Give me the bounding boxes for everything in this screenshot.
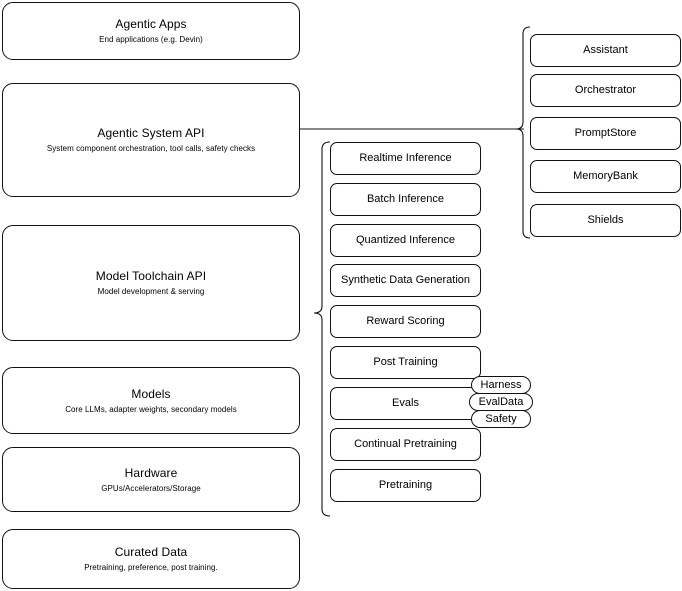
layer-subtitle: End applications (e.g. Devin) (99, 35, 203, 44)
layer-title: Agentic System API (97, 126, 205, 140)
component-promptstore[interactable]: PromptStore (530, 117, 681, 150)
layer-title: Curated Data (114, 545, 188, 559)
layer-agentic-apps[interactable]: Agentic Apps End applications (e.g. Devi… (2, 2, 300, 60)
layer-models[interactable]: Models Core LLMs, adapter weights, secon… (2, 367, 300, 434)
middle-bracket (313, 141, 331, 517)
badge-label: Safety (485, 413, 517, 425)
capability-label: Reward Scoring (366, 315, 445, 327)
badge-label: Harness (480, 379, 522, 391)
component-label: Orchestrator (574, 84, 637, 96)
badge-evaldata[interactable]: EvalData (469, 393, 533, 411)
capability-label: Quantized Inference (355, 234, 456, 246)
layer-title: Hardware (124, 465, 178, 480)
capability-evals[interactable]: Evals (330, 387, 481, 420)
layer-subtitle: Pretraining, preference, post training. (84, 563, 218, 572)
capability-label: Pretraining (378, 479, 433, 491)
component-orchestrator[interactable]: Orchestrator (530, 74, 681, 107)
layer-subtitle: Model development & serving (97, 287, 205, 296)
layer-model-toolchain-api[interactable]: Model Toolchain API Model development & … (2, 225, 300, 341)
layer-subtitle: GPUs/Accelerators/Storage (101, 483, 201, 493)
capability-realtime-inference[interactable]: Realtime Inference (330, 142, 481, 175)
capability-synthetic-data-generation[interactable]: Synthetic Data Generation (330, 264, 481, 297)
capability-continual-pretraining[interactable]: Continual Pretraining (330, 428, 481, 461)
capability-pretraining[interactable]: Pretraining (330, 469, 481, 502)
component-shields[interactable]: Shields (530, 204, 681, 237)
layer-title: Model Toolchain API (95, 269, 207, 283)
capability-label: Continual Pretraining (354, 438, 457, 450)
layer-title: Agentic Apps (115, 17, 187, 31)
capability-label: Evals (392, 397, 419, 409)
badge-label: EvalData (478, 396, 524, 408)
layer-agentic-system-api[interactable]: Agentic System API System component orch… (2, 83, 300, 197)
layer-curated-data[interactable]: Curated Data Pretraining, preference, po… (2, 529, 300, 589)
badge-harness[interactable]: Harness (471, 376, 531, 394)
component-label: Assistant (583, 44, 628, 56)
layer-hardware[interactable]: Hardware GPUs/Accelerators/Storage (2, 447, 300, 512)
capability-label: Synthetic Data Generation (340, 274, 471, 286)
capability-label: Batch Inference (366, 193, 445, 205)
badge-safety[interactable]: Safety (471, 410, 531, 428)
capability-label: Post Training (373, 356, 438, 368)
component-label: Shields (587, 214, 624, 226)
capability-post-training[interactable]: Post Training (330, 346, 481, 379)
capability-batch-inference[interactable]: Batch Inference (330, 183, 481, 216)
right-bracket (515, 26, 531, 239)
component-label: MemoryBank (573, 170, 638, 182)
layer-title: Models (131, 386, 171, 401)
capability-quantized-inference[interactable]: Quantized Inference (330, 224, 481, 257)
layer-subtitle: System component orchestration, tool cal… (46, 144, 256, 153)
component-assistant[interactable]: Assistant (530, 34, 681, 67)
capability-label: Realtime Inference (359, 152, 452, 164)
capability-reward-scoring[interactable]: Reward Scoring (330, 305, 481, 338)
layer-subtitle: Core LLMs, adapter weights, secondary mo… (65, 404, 237, 414)
component-memorybank[interactable]: MemoryBank (530, 160, 681, 193)
component-label: PromptStore (574, 127, 637, 139)
